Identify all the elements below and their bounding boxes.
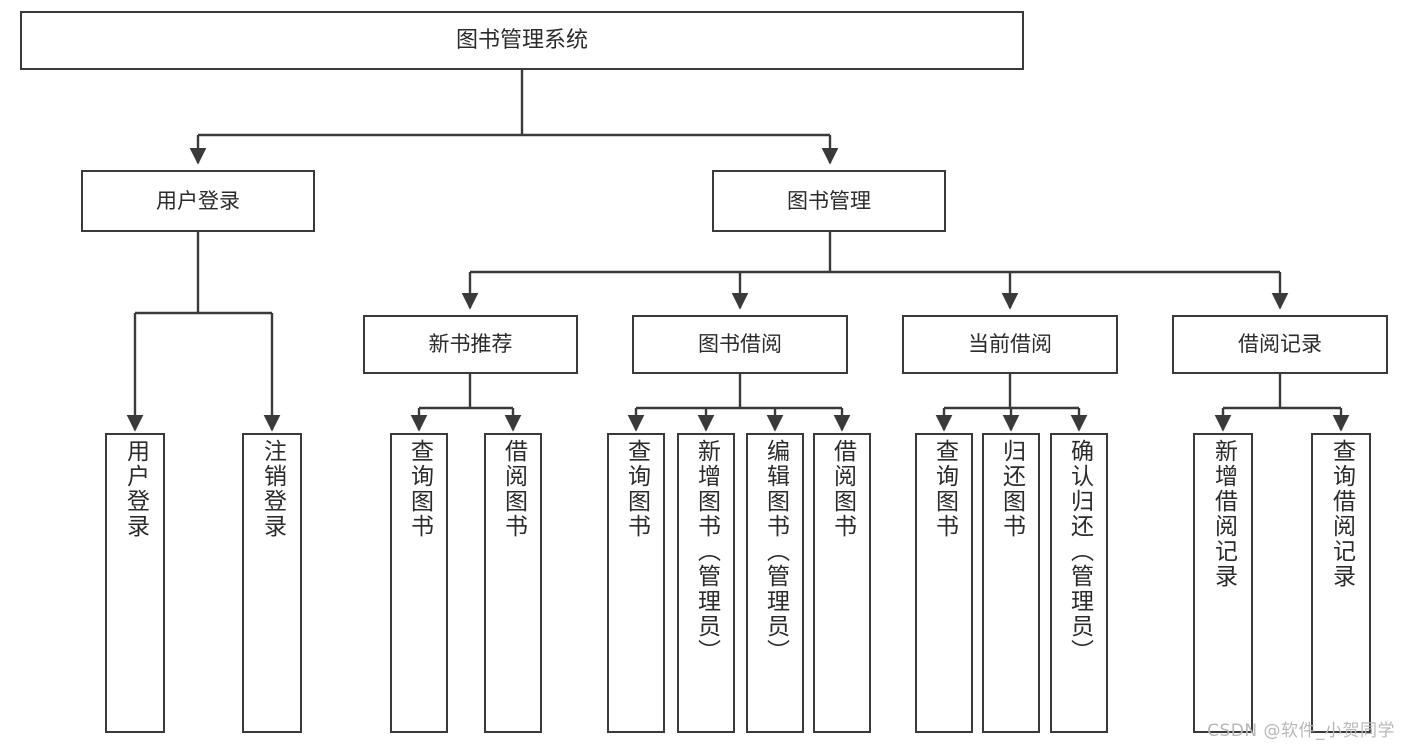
node-label: 用户登录 xyxy=(156,188,240,213)
node-book-borrow[interactable]: 图书借阅 xyxy=(632,315,848,374)
leaf-query-book-recommend[interactable]: 查询图书 xyxy=(390,433,448,733)
node-root-system[interactable]: 图书管理系统 xyxy=(20,11,1024,70)
node-new-book-recommend[interactable]: 新书推荐 xyxy=(363,315,578,374)
node-label: 借阅图书 xyxy=(829,439,856,539)
node-label: 图书管理系统 xyxy=(455,27,588,53)
leaf-query-borrow-record[interactable]: 查询借阅记录 xyxy=(1311,433,1371,733)
node-label: 用户登录 xyxy=(122,439,149,539)
leaf-edit-book-admin[interactable]: 编辑图书（管理员） xyxy=(746,433,804,733)
node-label: 注销登录 xyxy=(259,439,286,539)
node-label: 查询图书 xyxy=(623,439,650,539)
node-current-borrow[interactable]: 当前借阅 xyxy=(902,315,1118,374)
leaf-user-login[interactable]: 用户登录 xyxy=(105,433,165,733)
node-label: 确认归还（管理员） xyxy=(1066,439,1093,664)
leaf-borrow-book[interactable]: 借阅图书 xyxy=(813,433,871,733)
node-label: 图书借阅 xyxy=(698,332,782,357)
node-user-login[interactable]: 用户登录 xyxy=(81,170,315,232)
node-label: 查询图书 xyxy=(406,439,433,539)
leaf-logout[interactable]: 注销登录 xyxy=(242,433,302,733)
node-label: 编辑图书（管理员） xyxy=(762,439,789,664)
leaf-borrow-book-recommend[interactable]: 借阅图书 xyxy=(484,433,542,733)
node-label: 查询图书 xyxy=(931,439,958,539)
node-label: 当前借阅 xyxy=(968,332,1052,357)
node-label: 借阅图书 xyxy=(500,439,527,539)
leaf-add-book-admin[interactable]: 新增图书（管理员） xyxy=(677,433,735,733)
node-borrow-record[interactable]: 借阅记录 xyxy=(1172,315,1388,374)
node-label: 图书管理 xyxy=(787,188,871,213)
leaf-query-book-current[interactable]: 查询图书 xyxy=(915,433,973,733)
leaf-return-book[interactable]: 归还图书 xyxy=(982,433,1040,733)
leaf-confirm-return-admin[interactable]: 确认归还（管理员） xyxy=(1050,433,1108,733)
leaf-add-borrow-record[interactable]: 新增借阅记录 xyxy=(1193,433,1253,733)
node-label: 新书推荐 xyxy=(428,332,513,357)
node-label: 新增借阅记录 xyxy=(1210,439,1237,589)
node-label: 查询借阅记录 xyxy=(1328,439,1355,589)
node-label: 新增图书（管理员） xyxy=(693,439,720,664)
node-book-management[interactable]: 图书管理 xyxy=(712,170,946,232)
leaf-query-book-borrow[interactable]: 查询图书 xyxy=(607,433,665,733)
node-label: 归还图书 xyxy=(998,439,1025,539)
node-label: 借阅记录 xyxy=(1238,332,1322,357)
